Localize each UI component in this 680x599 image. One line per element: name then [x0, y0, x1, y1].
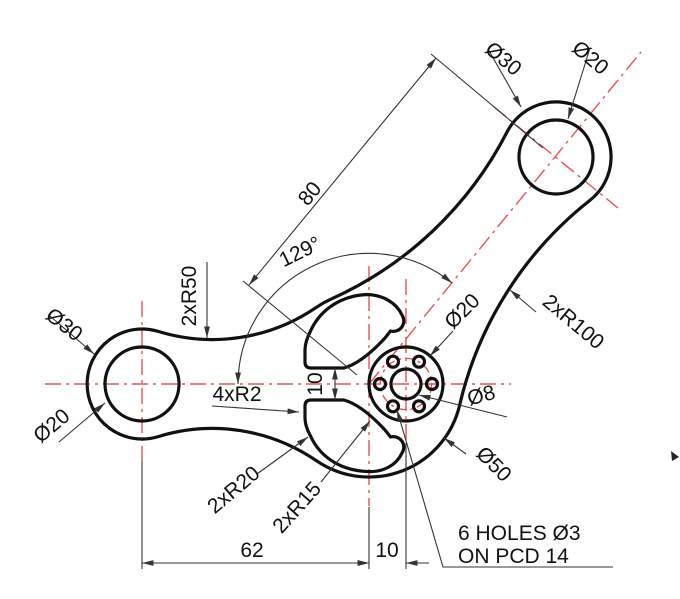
holes-note-line1: 6 HOLES Ø3: [458, 522, 581, 545]
leader-dia30-right: [487, 48, 522, 108]
leader-dia20-hub: [429, 330, 454, 357]
right-boss-cross-centerline: [493, 106, 619, 209]
bolt-hole: [411, 399, 427, 414]
label-2xr15: 2xR15: [268, 477, 326, 538]
extension-line-80-boss: [430, 53, 544, 149]
left-boss-hole: [103, 345, 181, 423]
label-2xr50: 2xR50: [178, 266, 201, 327]
bolt-hole: [385, 399, 401, 414]
label-dia50: Ø50: [471, 442, 515, 486]
right-boss-hole: [517, 118, 595, 196]
holes-note-line2: ON PCD 14: [458, 545, 569, 568]
label-dia20-right: Ø20: [568, 36, 613, 79]
leader-holes-note: [396, 409, 613, 568]
leader-dia50: [443, 437, 467, 455]
label-dia20-hub: Ø20: [440, 289, 484, 333]
dim-text-80: 80: [294, 178, 327, 211]
dim-arc-129: [235, 252, 453, 385]
label-dia30-right: Ø30: [481, 37, 526, 80]
leader-dia8: [418, 394, 508, 418]
dim-text-129: 129°: [276, 232, 325, 272]
leader-4xr2: [211, 405, 300, 415]
label-2xr20: 2xR20: [203, 462, 264, 519]
label-4xr2: 4xR2: [212, 383, 261, 406]
label-2xr100: 2xR100: [538, 290, 608, 354]
part-outline: [85, 100, 613, 479]
label-dia20-left: Ø20: [29, 404, 74, 447]
part-geometry: [85, 100, 613, 479]
dimensions: [49, 47, 613, 569]
leader-dia30-left: [49, 315, 95, 355]
lower-slot: [303, 398, 406, 474]
leader-2xr100: [509, 289, 537, 313]
leader-2xr15: [320, 420, 371, 483]
label-dia30-left: Ø30: [41, 304, 86, 347]
stray-mark: [671, 451, 679, 461]
leader-dia20-right: [567, 47, 591, 120]
dim-text-62: 62: [240, 539, 263, 562]
dim-text-gap10: 10: [304, 372, 327, 395]
leader-2xr20: [256, 436, 309, 475]
dim-line-80: [248, 57, 437, 286]
leader-dia20-left: [58, 402, 106, 443]
dim-text-10: 10: [375, 539, 398, 562]
label-dia8: Ø8: [465, 381, 498, 410]
